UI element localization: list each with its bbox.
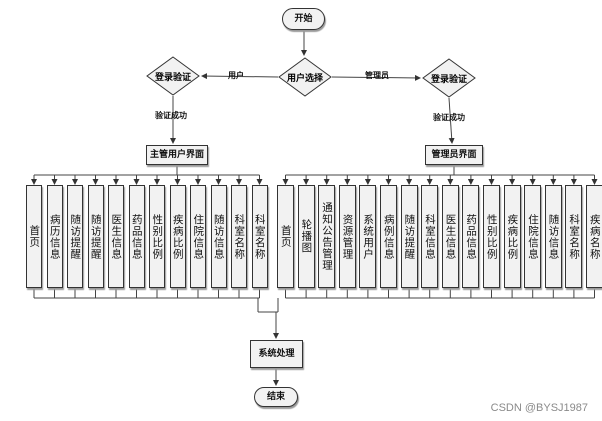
right-module-6: 病例信息 [380, 185, 397, 288]
right-main-interface: 管理员界面 [425, 145, 483, 165]
right-module-4: 资源管理 [338, 185, 356, 288]
left-module-12: 科室名称 [251, 185, 268, 288]
right-module-11: 性别比例 [483, 185, 500, 288]
success-left-label: 验证成功 [155, 111, 187, 120]
left-module-2: 病历信息 [46, 185, 63, 288]
right-module-7: 随访提醒 [400, 185, 418, 288]
login-left-label: 登录验证 [154, 72, 191, 83]
success-right-label: 验证成功 [433, 113, 465, 122]
login-right-diamond: 登录验证 [422, 58, 476, 98]
right-module-13: 住院信息 [524, 185, 542, 288]
right-module-1: 首页 [277, 185, 294, 288]
login-left-diamond: 登录验证 [146, 56, 200, 96]
left-module-10: 随访信息 [210, 185, 227, 288]
right-module-8: 科室信息 [421, 185, 439, 288]
system-process-node: 系统处理 [250, 340, 303, 368]
right-module-2: 轮播图 [297, 185, 315, 288]
user-select-diamond: 用户选择 [278, 57, 332, 97]
right-module-3: 通知公告管理 [318, 185, 336, 288]
right-module-14: 随访信息 [544, 185, 562, 288]
right-module-15: 科室名称 [565, 185, 583, 288]
left-module-9: 住院信息 [190, 185, 206, 288]
edge-label-user: 用户 [228, 71, 244, 80]
left-module-5: 医生信息 [108, 185, 124, 288]
right-module-10: 药品信息 [462, 185, 480, 288]
left-module-7: 性别比例 [149, 185, 165, 288]
right-module-16: 疾病名称 [586, 185, 602, 288]
left-main-interface: 主管用户界面 [146, 145, 208, 165]
left-module-8: 疾病比例 [169, 185, 186, 288]
right-module-5: 系统用户 [359, 185, 377, 288]
left-module-3: 随访提醒 [67, 185, 83, 288]
edge-label-admin: 管理员 [365, 71, 389, 80]
user-select-label: 用户选择 [286, 73, 323, 84]
right-module-9: 医生信息 [441, 185, 459, 288]
login-right-label: 登录验证 [430, 74, 467, 85]
left-module-6: 药品信息 [128, 185, 145, 288]
end-node: 结束 [254, 387, 298, 407]
left-module-11: 科室名称 [231, 185, 247, 288]
left-module-4: 随访提醒 [87, 185, 104, 288]
right-module-12: 疾病比例 [503, 185, 521, 288]
start-node: 开始 [282, 8, 325, 30]
watermark: CSDN @BYSJ1987 [490, 402, 588, 414]
left-module-1: 首页 [26, 185, 42, 288]
